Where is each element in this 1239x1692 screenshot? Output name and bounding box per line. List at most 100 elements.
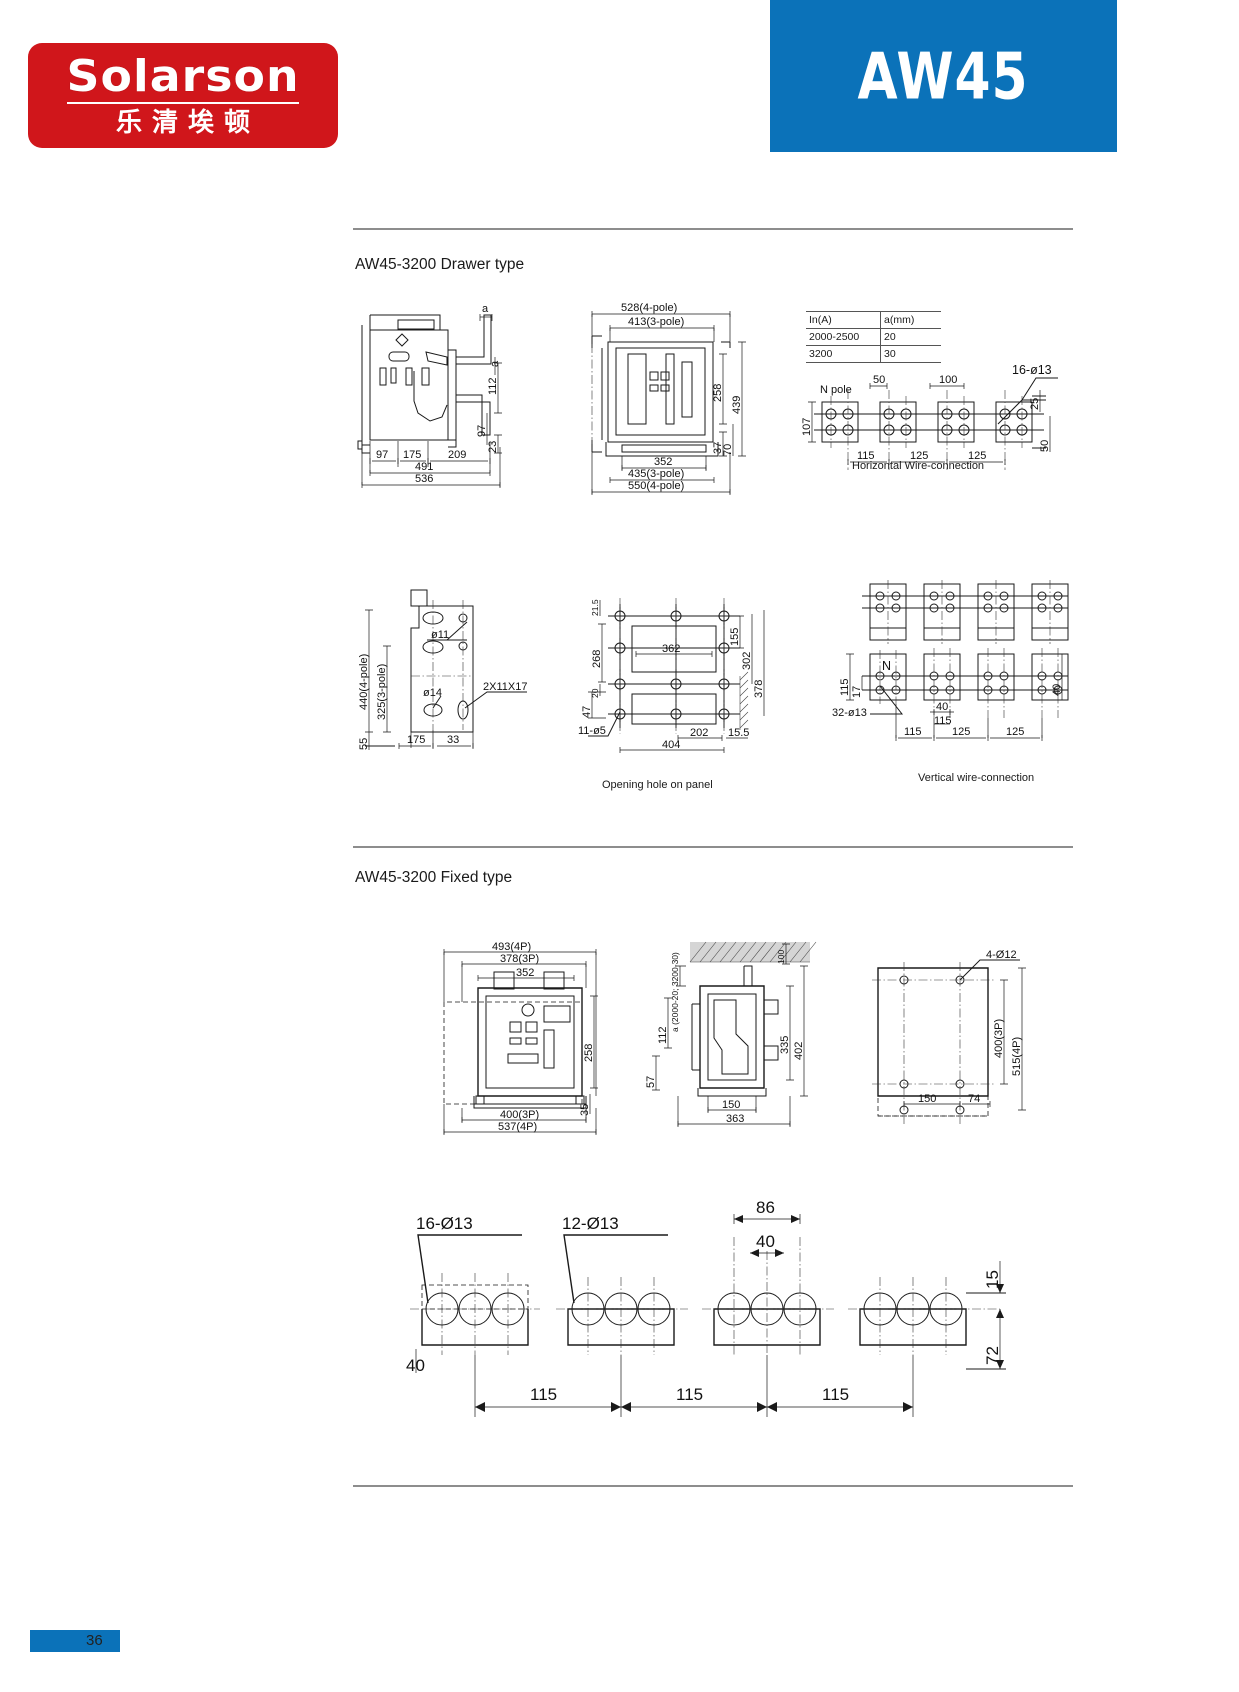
svg-text:258: 258 [583, 1044, 595, 1062]
table-row: 3200 30 [806, 345, 941, 363]
opening-hole-on-panel-drawing: 21.5 268 20 47 362 155 302 378 202 404 1… [572, 588, 772, 768]
svg-text:491: 491 [415, 461, 433, 473]
svg-text:115: 115 [857, 450, 875, 462]
svg-text:115: 115 [934, 715, 952, 727]
svg-text:97: 97 [476, 425, 488, 437]
svg-text:97: 97 [376, 449, 388, 461]
svg-text:47: 47 [581, 706, 593, 718]
table-header-row: In(A) a(mm) [806, 311, 941, 329]
svg-text:209: 209 [448, 449, 466, 461]
fixed-mounting-hole-drawing: 4-Ø12 400(3P) 515(4P) 150 74 [868, 938, 1058, 1138]
svg-text:50: 50 [1039, 440, 1051, 452]
section-divider-middle [353, 846, 1073, 848]
svg-text:400(3P): 400(3P) [500, 1109, 539, 1121]
svg-text:150: 150 [722, 1099, 740, 1111]
svg-text:125: 125 [1006, 726, 1024, 738]
section-divider-bottom [353, 1485, 1073, 1487]
col-header-a: a(mm) [880, 311, 941, 329]
svg-text:404: 404 [662, 739, 680, 751]
logo-divider [67, 102, 299, 104]
drawer-side-view-drawing: a a 112 97 23 97 175 209 491 536 [352, 295, 567, 495]
svg-text:537(4P): 537(4P) [498, 1121, 537, 1133]
model-name: AW45 [858, 38, 1029, 114]
caption-opening-hole-on-panel: Opening hole on panel [602, 779, 713, 791]
fixed-terminal-hole-patterns-drawing: 16-Ø13 40 12-Ø13 86 40 [400, 1185, 1060, 1435]
svg-text:115: 115 [904, 726, 922, 738]
svg-text:40: 40 [1051, 684, 1063, 696]
section-title-fixed: AW45-3200 Fixed type [355, 869, 513, 886]
svg-text:258: 258 [712, 384, 724, 402]
svg-text:50: 50 [873, 374, 885, 386]
svg-text:550(4-pole): 550(4-pole) [628, 480, 684, 492]
svg-text:125: 125 [952, 726, 970, 738]
svg-text:2X11X17: 2X11X17 [483, 681, 527, 693]
svg-text:115: 115 [530, 1385, 557, 1404]
svg-text:155: 155 [729, 628, 741, 646]
fixed-front-view-drawing: 493(4P) 378(3P) 352 258 35 400(3P) 537(4… [432, 938, 612, 1138]
svg-text:15: 15 [983, 1270, 1002, 1289]
svg-text:57: 57 [645, 1076, 657, 1088]
svg-text:55: 55 [358, 738, 370, 750]
svg-text:ø14: ø14 [423, 687, 442, 699]
svg-text:363: 363 [726, 1113, 744, 1125]
svg-text:N: N [882, 659, 891, 673]
svg-text:435(3-pole): 435(3-pole) [628, 468, 684, 480]
page-number: 36 [86, 1632, 103, 1649]
vertical-wire-connection-drawing: N 115 17 40 32-ø13 40 115 115 125 125 [818, 578, 1069, 758]
section-title-drawer: AW45-3200 Drawer type [355, 256, 525, 273]
svg-text:72: 72 [983, 1346, 1002, 1365]
drawer-front-view-drawing: 528(4-pole) 413(3-pole) 352 435(3-pole) … [578, 292, 778, 495]
svg-text:112: 112 [487, 377, 499, 395]
svg-text:302: 302 [741, 652, 753, 670]
svg-text:17: 17 [851, 686, 863, 698]
rated-current-spec-table: In(A) a(mm) 2000-2500 20 3200 30 [806, 311, 941, 363]
logo-chinese-name: 乐清埃顿 [115, 108, 260, 138]
svg-text:378: 378 [753, 680, 765, 698]
svg-text:325(3-pole): 325(3-pole) [376, 664, 388, 720]
svg-text:378(3P): 378(3P) [500, 953, 539, 965]
svg-text:100: 100 [776, 950, 786, 964]
model-banner: AW45 [770, 0, 1117, 152]
svg-text:N pole: N pole [820, 384, 852, 396]
svg-text:12-Ø13: 12-Ø13 [562, 1214, 619, 1233]
table-row: 2000-2500 20 [806, 328, 941, 346]
svg-text:115: 115 [839, 678, 851, 696]
svg-text:21.5: 21.5 [590, 599, 600, 616]
svg-text:400(3P): 400(3P) [993, 1019, 1005, 1058]
svg-text:32-ø13: 32-ø13 [832, 707, 867, 719]
svg-text:4-Ø12: 4-Ø12 [986, 949, 1017, 961]
svg-text:33: 33 [447, 734, 459, 746]
svg-text:335: 335 [779, 1036, 791, 1054]
svg-text:402: 402 [793, 1042, 805, 1060]
svg-text:16-Ø13: 16-Ø13 [416, 1214, 473, 1233]
svg-text:115: 115 [822, 1385, 849, 1404]
svg-text:528(4-pole): 528(4-pole) [621, 302, 677, 314]
caption-vertical-wire-connection: Vertical wire-connection [918, 772, 1035, 784]
cell-a-0: 20 [880, 328, 941, 346]
svg-text:16-ø13: 16-ø13 [1012, 363, 1052, 377]
footer-accent-bar [30, 1630, 120, 1652]
caption-horizontal-wire-connection: Horizontal Wire-connection [852, 460, 985, 472]
svg-text:40: 40 [406, 1356, 425, 1375]
svg-text:175: 175 [403, 449, 421, 461]
svg-text:15.5: 15.5 [728, 727, 749, 739]
svg-text:352: 352 [516, 967, 534, 979]
svg-text:20: 20 [590, 688, 600, 698]
svg-text:a (2000-20; 3200-30): a (2000-20; 3200-30) [670, 952, 680, 1032]
section-divider-top [353, 228, 1073, 230]
svg-text:150: 150 [918, 1093, 936, 1105]
svg-text:40: 40 [756, 1232, 775, 1251]
svg-text:413(3-pole): 413(3-pole) [628, 316, 684, 328]
svg-text:23: 23 [487, 441, 499, 453]
svg-text:352: 352 [654, 456, 672, 468]
company-logo: Solarson 乐清埃顿 [28, 43, 338, 148]
svg-text:268: 268 [591, 650, 603, 668]
svg-text:a: a [482, 303, 489, 315]
svg-text:11-ø5: 11-ø5 [578, 725, 606, 737]
cell-in-0: 2000-2500 [806, 328, 881, 346]
svg-text:536: 536 [415, 473, 433, 485]
svg-text:115: 115 [676, 1385, 703, 1404]
svg-text:86: 86 [756, 1198, 775, 1217]
svg-text:175: 175 [407, 734, 425, 746]
drawer-mounting-plate-drawing: ø11 ø14 2X11X17 440(4-pole) 325(3-pole) … [355, 580, 545, 760]
